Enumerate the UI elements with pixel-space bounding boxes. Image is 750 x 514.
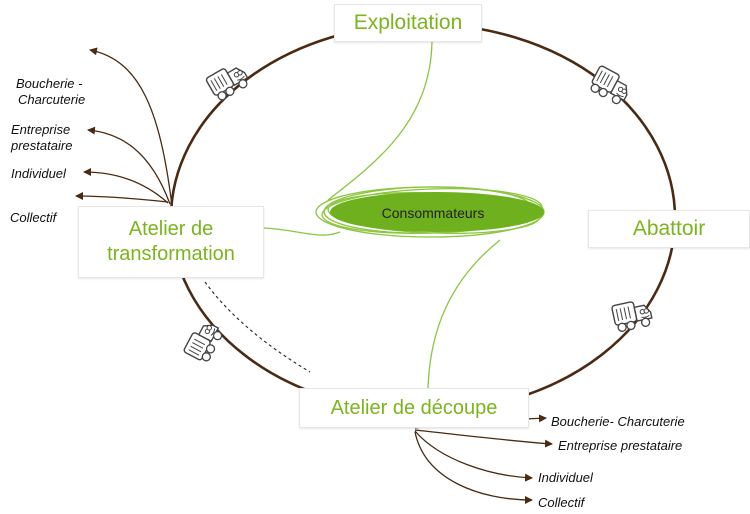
transformation-output-arrows (75, 47, 173, 207)
dashed-link (204, 281, 311, 373)
output-collectif-right: Collectif (538, 495, 585, 510)
node-abattoir-label: Abattoir (632, 217, 706, 240)
truck-icon (610, 297, 654, 334)
consumer-blob (330, 192, 544, 232)
node-atelier-decoupe: Atelier de découpe (299, 388, 529, 428)
output-boucherie-left-line1: Boucherie - (16, 76, 83, 91)
node-exploitation: Exploitation (334, 4, 482, 42)
truck-icon (587, 64, 635, 108)
output-individuel-right: Individuel (538, 470, 593, 485)
output-boucherie-left-line2: Charcuterie (18, 92, 86, 108)
output-entreprise-left-line2: prestataire (11, 138, 73, 154)
output-entreprise-left-line1: Entreprise (11, 122, 71, 137)
output-collectif-left: Collectif (10, 210, 57, 225)
consumer-label: Consommateurs (382, 205, 485, 221)
output-boucherie-left: Boucherie - Charcuterie (16, 76, 85, 109)
node-exploitation-label: Exploitation (353, 11, 463, 34)
output-entreprise-left: Entreprise prestataire (11, 122, 72, 155)
output-individuel-left: Individuel (11, 166, 66, 181)
node-atelier-transformation-line1: Atelier de (128, 218, 214, 240)
node-atelier-decoupe-label: Atelier de découpe (330, 396, 498, 419)
output-entreprise-right: Entreprise prestataire (558, 438, 683, 453)
node-abattoir: Abattoir (588, 210, 750, 248)
node-atelier-transformation: Atelier de transformation (78, 206, 264, 278)
node-atelier-transformation-line2: transformation (107, 243, 235, 265)
decoupe-output-arrows (414, 414, 553, 504)
output-boucherie-right: Boucherie- Charcuterie (551, 414, 685, 429)
truck-icon (182, 317, 226, 365)
